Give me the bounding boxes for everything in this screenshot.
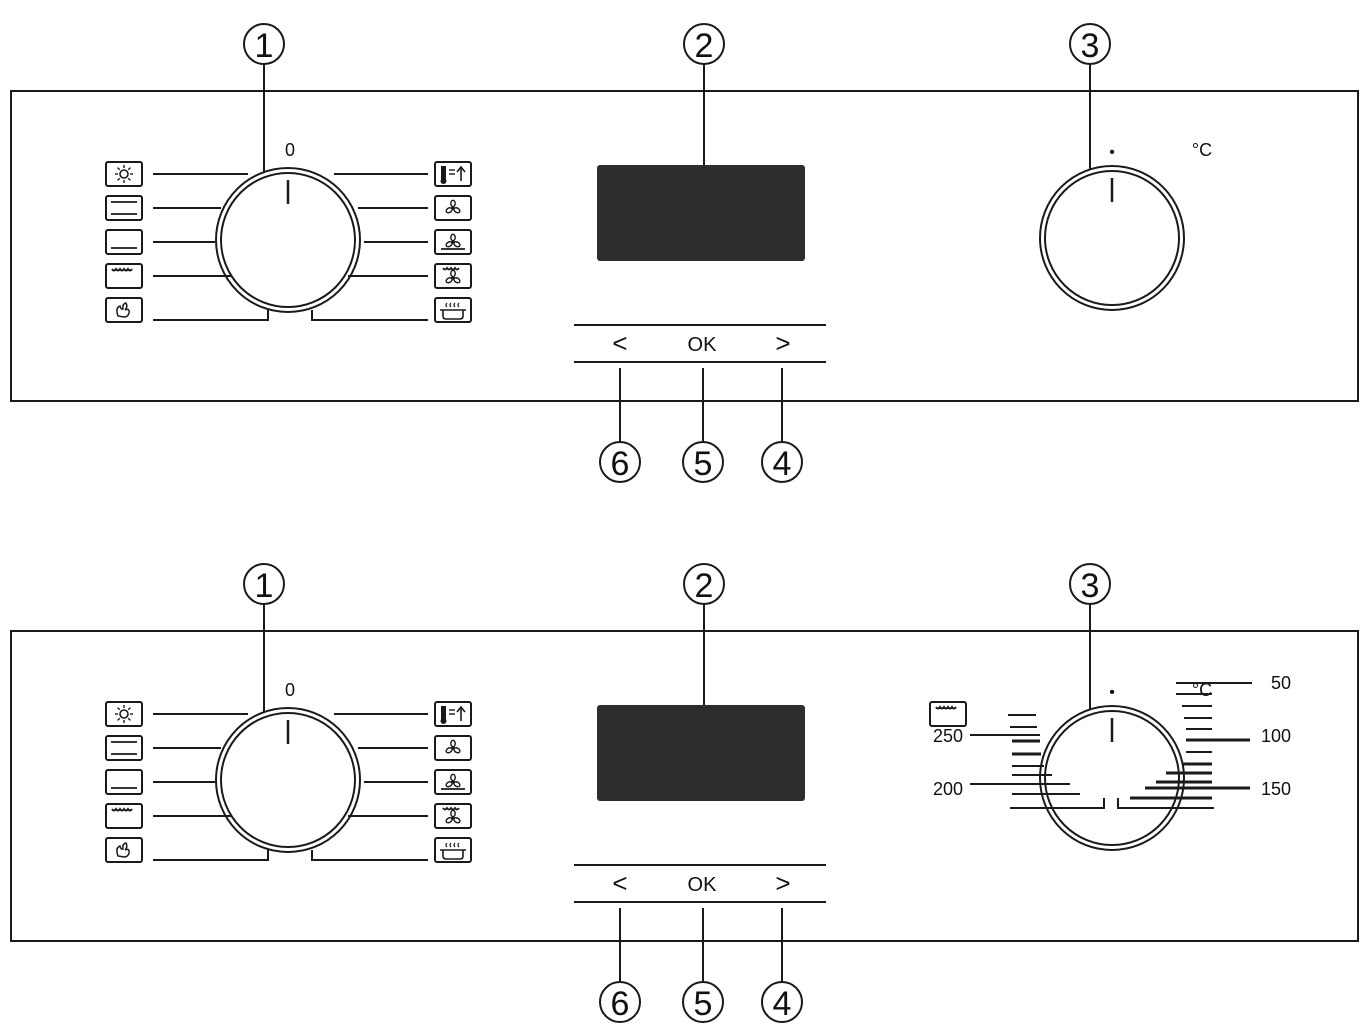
callout-number: 4 <box>773 445 792 483</box>
top-bottom-heat-icon <box>105 195 143 221</box>
callout-number: 2 <box>695 567 714 605</box>
defrost-icon <box>105 297 143 323</box>
leader-line <box>127 167 131 171</box>
callout-1: 1 <box>243 563 285 605</box>
scale-label-250: 250 <box>933 726 963 746</box>
panel-top: 1 2 3 0 < OK >6 5 4 • °C <box>10 23 1359 483</box>
callout-6: 6 <box>599 981 641 1023</box>
prev-button[interactable]: < <box>612 328 627 358</box>
temperature-knob[interactable] <box>1039 705 1185 851</box>
callout-number: 4 <box>773 985 792 1023</box>
callout-2: 2 <box>683 563 725 605</box>
leader-line <box>127 707 131 711</box>
callout-2: 2 <box>683 23 725 65</box>
leader-line <box>153 310 269 321</box>
callout-number: 3 <box>1081 567 1100 605</box>
fan-icon <box>434 195 472 221</box>
defrost-icon <box>105 837 143 863</box>
leader-line <box>117 167 121 171</box>
callout-number: 1 <box>255 567 274 605</box>
fan-grill-icon <box>434 803 472 829</box>
callout-number: 2 <box>695 27 714 65</box>
light-icon <box>105 701 143 727</box>
ok-button[interactable]: OK <box>688 874 718 896</box>
leader-line <box>153 850 269 861</box>
temperature-selector: • °C <box>1039 140 1212 311</box>
keep-warm-icon <box>434 297 472 323</box>
zero-position-label: 0 <box>285 140 295 160</box>
callout-number: 5 <box>694 445 713 483</box>
leader-line <box>117 707 121 711</box>
ok-button[interactable]: OK <box>688 334 718 356</box>
function-knob[interactable] <box>215 167 361 313</box>
off-position-dot: • <box>1109 684 1115 701</box>
panel-frame <box>10 630 1359 942</box>
callout-number: 1 <box>255 27 274 65</box>
display-screen <box>597 165 805 261</box>
fan-grill-icon <box>434 263 472 289</box>
function-knob[interactable] <box>215 707 361 853</box>
display-screen <box>597 705 805 801</box>
callout-1: 1 <box>243 23 285 65</box>
callout-number: 6 <box>611 985 630 1023</box>
leader-line <box>117 177 121 181</box>
grill-icon <box>105 263 143 289</box>
zero-position-label: 0 <box>285 680 295 700</box>
callout-4: 4 <box>761 441 803 483</box>
leader-line <box>456 165 466 173</box>
leader-line <box>311 850 428 861</box>
scale-label-50: 50 <box>1271 673 1291 693</box>
next-button[interactable]: > <box>775 868 790 898</box>
callout-6: 6 <box>599 441 641 483</box>
temperature-knob[interactable] <box>1039 165 1185 311</box>
function-selector: 0 <box>105 680 472 863</box>
rapid-heat-icon <box>434 161 472 187</box>
panel-frame <box>10 90 1359 402</box>
next-button[interactable]: > <box>775 328 790 358</box>
leader-line <box>127 177 131 181</box>
grill-icon <box>929 701 967 727</box>
callout-3: 3 <box>1069 23 1111 65</box>
leader-line <box>127 717 131 721</box>
function-selector: 0 <box>105 140 472 323</box>
rapid-heat-icon <box>434 701 472 727</box>
callout-5: 5 <box>682 441 724 483</box>
fan-bottom-heat-icon <box>434 769 472 795</box>
scale-tick <box>1010 798 1105 809</box>
callout-number: 6 <box>611 445 630 483</box>
fan-bottom-heat-icon <box>434 229 472 255</box>
callout-number: 5 <box>694 985 713 1023</box>
light-icon <box>105 161 143 187</box>
scale-label-200: 200 <box>933 779 963 799</box>
top-bottom-heat-icon <box>105 735 143 761</box>
leader-line <box>117 717 121 721</box>
temperature-unit-label: °C <box>1192 140 1212 160</box>
scale-label-100: 100 <box>1261 726 1291 746</box>
fan-icon <box>434 735 472 761</box>
bottom-heat-icon <box>105 229 143 255</box>
bottom-heat-icon <box>105 769 143 795</box>
callout-3: 3 <box>1069 563 1111 605</box>
prev-button[interactable]: < <box>612 868 627 898</box>
callout-4: 4 <box>761 981 803 1023</box>
grill-icon <box>105 803 143 829</box>
leader-line <box>456 705 466 713</box>
leader-line <box>311 310 428 321</box>
scale-tick <box>1117 798 1214 809</box>
off-position-dot: • <box>1109 144 1115 161</box>
callout-5: 5 <box>682 981 724 1023</box>
scale-label-150: 150 <box>1261 779 1291 799</box>
callout-number: 3 <box>1081 27 1100 65</box>
keep-warm-icon <box>434 837 472 863</box>
